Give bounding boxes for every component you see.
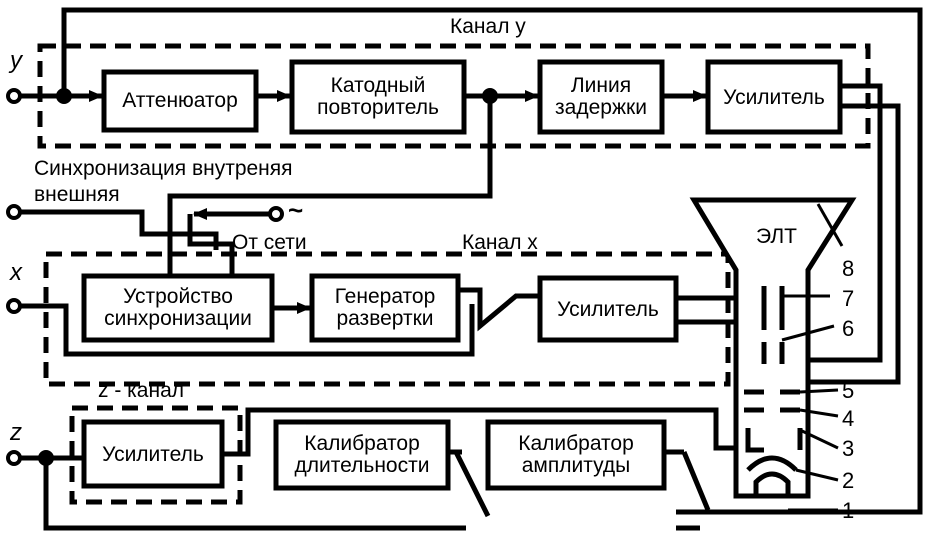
crt-part-6: 6	[842, 316, 855, 341]
sync-device-block	[81, 273, 275, 343]
leader-5	[799, 388, 839, 394]
duration-calibrator-label: Калибратор длительности	[294, 432, 430, 477]
wire-sync-external	[18, 209, 219, 250]
crt-part-7: 7	[842, 286, 855, 311]
crt-part-2: 2	[842, 468, 855, 493]
sync-mains-tilde: ~	[288, 195, 304, 225]
wire-sweep-out	[458, 287, 540, 332]
wire-switch-amplitude-blade	[681, 451, 711, 511]
wire-amp-z-out	[222, 407, 744, 457]
sync-label-line2: внешняя	[34, 183, 120, 206]
amp-x-block	[537, 275, 679, 343]
input-x-label: x	[10, 259, 22, 286]
crt-label: ЭЛТ	[756, 225, 798, 248]
amplitude-calibrator-label: Калибратор амплитуды	[518, 432, 634, 477]
sweep-generator-label: Генератор развертки	[334, 285, 436, 330]
leader-3	[799, 428, 839, 450]
attenuator-label: Аттенюатор	[122, 89, 238, 112]
crt-modulator-3	[745, 428, 764, 453]
crt-screen-cone	[689, 197, 857, 499]
attenuator-block	[101, 69, 259, 133]
leader-6	[781, 324, 835, 342]
crt-cathode-2	[746, 455, 798, 472]
wire-x-in	[18, 303, 475, 357]
channel-y-caption: Канал y	[450, 15, 526, 38]
amp-y-label: Усилитель	[723, 86, 825, 109]
crt-marker-8	[816, 203, 844, 247]
crt-part-1: 1	[842, 498, 855, 523]
delay-line-label: Линия задержки	[555, 74, 647, 119]
wire-z-lower	[43, 458, 466, 531]
crt	[689, 197, 857, 512]
channel-x-caption: Канал x	[462, 231, 538, 254]
cathode-follower-label: Катодный повторитель	[317, 74, 439, 119]
leader-2	[795, 468, 839, 482]
amp-z-label: Усилитель	[102, 443, 204, 466]
wire-sync-mains-down	[187, 214, 235, 276]
input-sync-ext-terminal[interactable]	[6, 204, 22, 220]
crt-part-4: 4	[842, 406, 855, 431]
input-y-label: y	[10, 47, 22, 74]
sync-label-line1: Синхронизация внутреняя	[34, 157, 293, 180]
amp-z-block	[81, 419, 225, 489]
wire-amp-y-plates-b	[790, 103, 901, 385]
wire-switch-duration-blade	[453, 450, 491, 518]
leader-4	[799, 408, 839, 418]
delay-line-block	[537, 59, 665, 135]
junction-z	[38, 450, 54, 466]
terminals	[6, 88, 498, 466]
junction-cf	[482, 88, 498, 104]
amp-y-block	[705, 59, 843, 135]
crt-part-8: 8	[842, 256, 855, 281]
input-mains-terminal[interactable]	[268, 206, 284, 222]
channel-x-frame	[43, 251, 731, 387]
wire-y-outer	[61, 7, 923, 515]
crt-part-5: 5	[842, 378, 855, 403]
input-y-terminal[interactable]	[6, 88, 22, 104]
input-x-terminal[interactable]	[6, 298, 22, 314]
crt-part-3: 3	[842, 436, 855, 461]
sync-device-label: Устройство синхронизации	[104, 285, 252, 330]
input-z-label: z	[10, 419, 22, 446]
amp-x-label: Усилитель	[557, 298, 659, 321]
junction-y	[56, 88, 72, 104]
sync-mains-label: От сети	[232, 231, 307, 254]
input-z-terminal[interactable]	[6, 450, 22, 466]
amplitude-calibrator-block	[485, 419, 667, 491]
sweep-generator-block	[309, 273, 461, 343]
channel-z-caption: z - канал	[98, 379, 185, 402]
cathode-follower-block	[289, 59, 467, 135]
crt-heater-1	[753, 471, 791, 496]
duration-calibrator-block	[273, 419, 451, 491]
blocks	[81, 59, 843, 491]
